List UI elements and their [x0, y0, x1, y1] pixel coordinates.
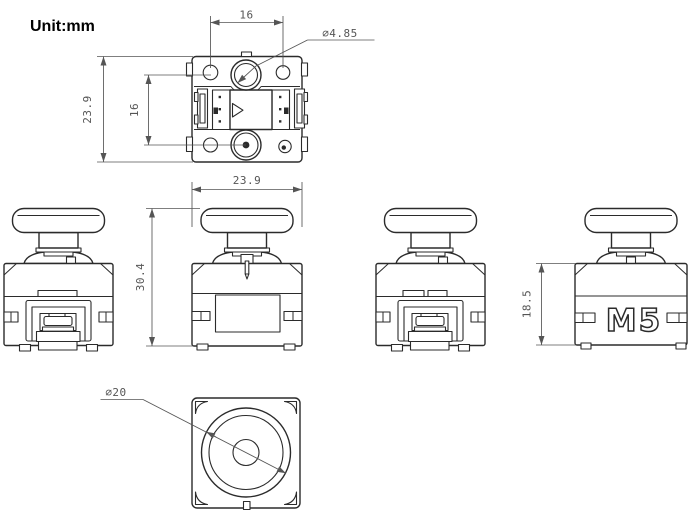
dim-top-hole-spacing: 16 [210, 9, 284, 68]
dim-top-inner-spacing: 16 [128, 74, 246, 146]
foot-left [196, 343, 209, 351]
device-body [375, 262, 486, 352]
front-view-right [375, 207, 486, 352]
joystick-top [383, 207, 478, 265]
vent-slot [402, 289, 425, 298]
connector-right [271, 89, 291, 131]
dim-text: ∅4.85 [322, 27, 358, 40]
dome-tab [65, 256, 77, 265]
joystick-top [584, 207, 678, 265]
small-button-dot [281, 145, 286, 150]
foot-right [283, 343, 296, 351]
edge-notch [185, 62, 194, 77]
vent-slot [37, 289, 78, 298]
dim-text: 23.9 [233, 174, 262, 187]
latch-tab [193, 91, 199, 103]
top-view [185, 51, 309, 163]
latch-tab [193, 114, 199, 125]
latch-tab [303, 91, 309, 103]
dome-tab [437, 256, 449, 265]
foot-right [675, 342, 687, 350]
latch-mark [213, 107, 218, 114]
device-body [3, 262, 114, 352]
latch-inner [199, 93, 206, 124]
front-view-left [3, 207, 114, 352]
pin-dot [279, 95, 282, 99]
m5-logo: M5 [606, 303, 662, 339]
connector-left [211, 89, 231, 131]
dim-text: ∅20 [105, 386, 126, 399]
latch-tab [303, 114, 309, 125]
pin-dot [279, 108, 282, 111]
pin-dot [218, 95, 221, 99]
orientation-arrow [231, 102, 244, 118]
top-edge-tab [240, 51, 253, 58]
dim-text: 16 [239, 9, 253, 22]
device-body [574, 262, 688, 346]
unit-label: Unit:mm [30, 18, 95, 35]
pin-dot [218, 108, 221, 111]
dim-top-button-diameter: ∅4.85 [237, 27, 375, 84]
pin-dot [218, 120, 221, 123]
dim-text: 30.4 [134, 263, 147, 292]
vent-slot [427, 289, 448, 298]
dim-bottom-circle-diameter: ∅20 [100, 386, 287, 474]
side-view-m5: M5 [574, 207, 688, 350]
corner-bevels [574, 263, 688, 276]
edge-notch [185, 136, 194, 153]
corner-bevels [191, 263, 303, 276]
dim-text: 18.5 [521, 290, 534, 319]
side-tab-right [666, 312, 688, 324]
edge-notch [300, 62, 309, 77]
dim-side-body-height: 18.5 [521, 263, 576, 346]
corner-gusset [283, 491, 298, 506]
dim-body-width: 23.9 [191, 174, 303, 227]
index-pin [244, 260, 250, 275]
latch-left [193, 88, 209, 129]
dome-tab [625, 256, 637, 265]
joystick-top [11, 207, 106, 265]
front-view-center [191, 207, 303, 351]
bottom-notch [242, 500, 251, 511]
corner-gusset [194, 400, 209, 415]
index-pin-tip [244, 273, 250, 280]
pin-dot [279, 120, 282, 123]
dim-top-body-height: 23.9 [81, 56, 193, 163]
edge-notch [300, 136, 309, 153]
label-recess [214, 294, 281, 333]
corner-gusset [194, 491, 209, 506]
dim-text: 16 [128, 103, 141, 117]
latch-right [293, 88, 309, 129]
latch-mark [284, 107, 289, 114]
dim-text: 23.9 [81, 95, 94, 124]
corner-gusset [283, 400, 298, 415]
foot-left [580, 342, 592, 350]
dim-front-total-height: 30.4 [134, 208, 200, 347]
bottom-view [191, 397, 301, 511]
side-tab-left [574, 312, 596, 324]
latch-inner [296, 93, 303, 124]
